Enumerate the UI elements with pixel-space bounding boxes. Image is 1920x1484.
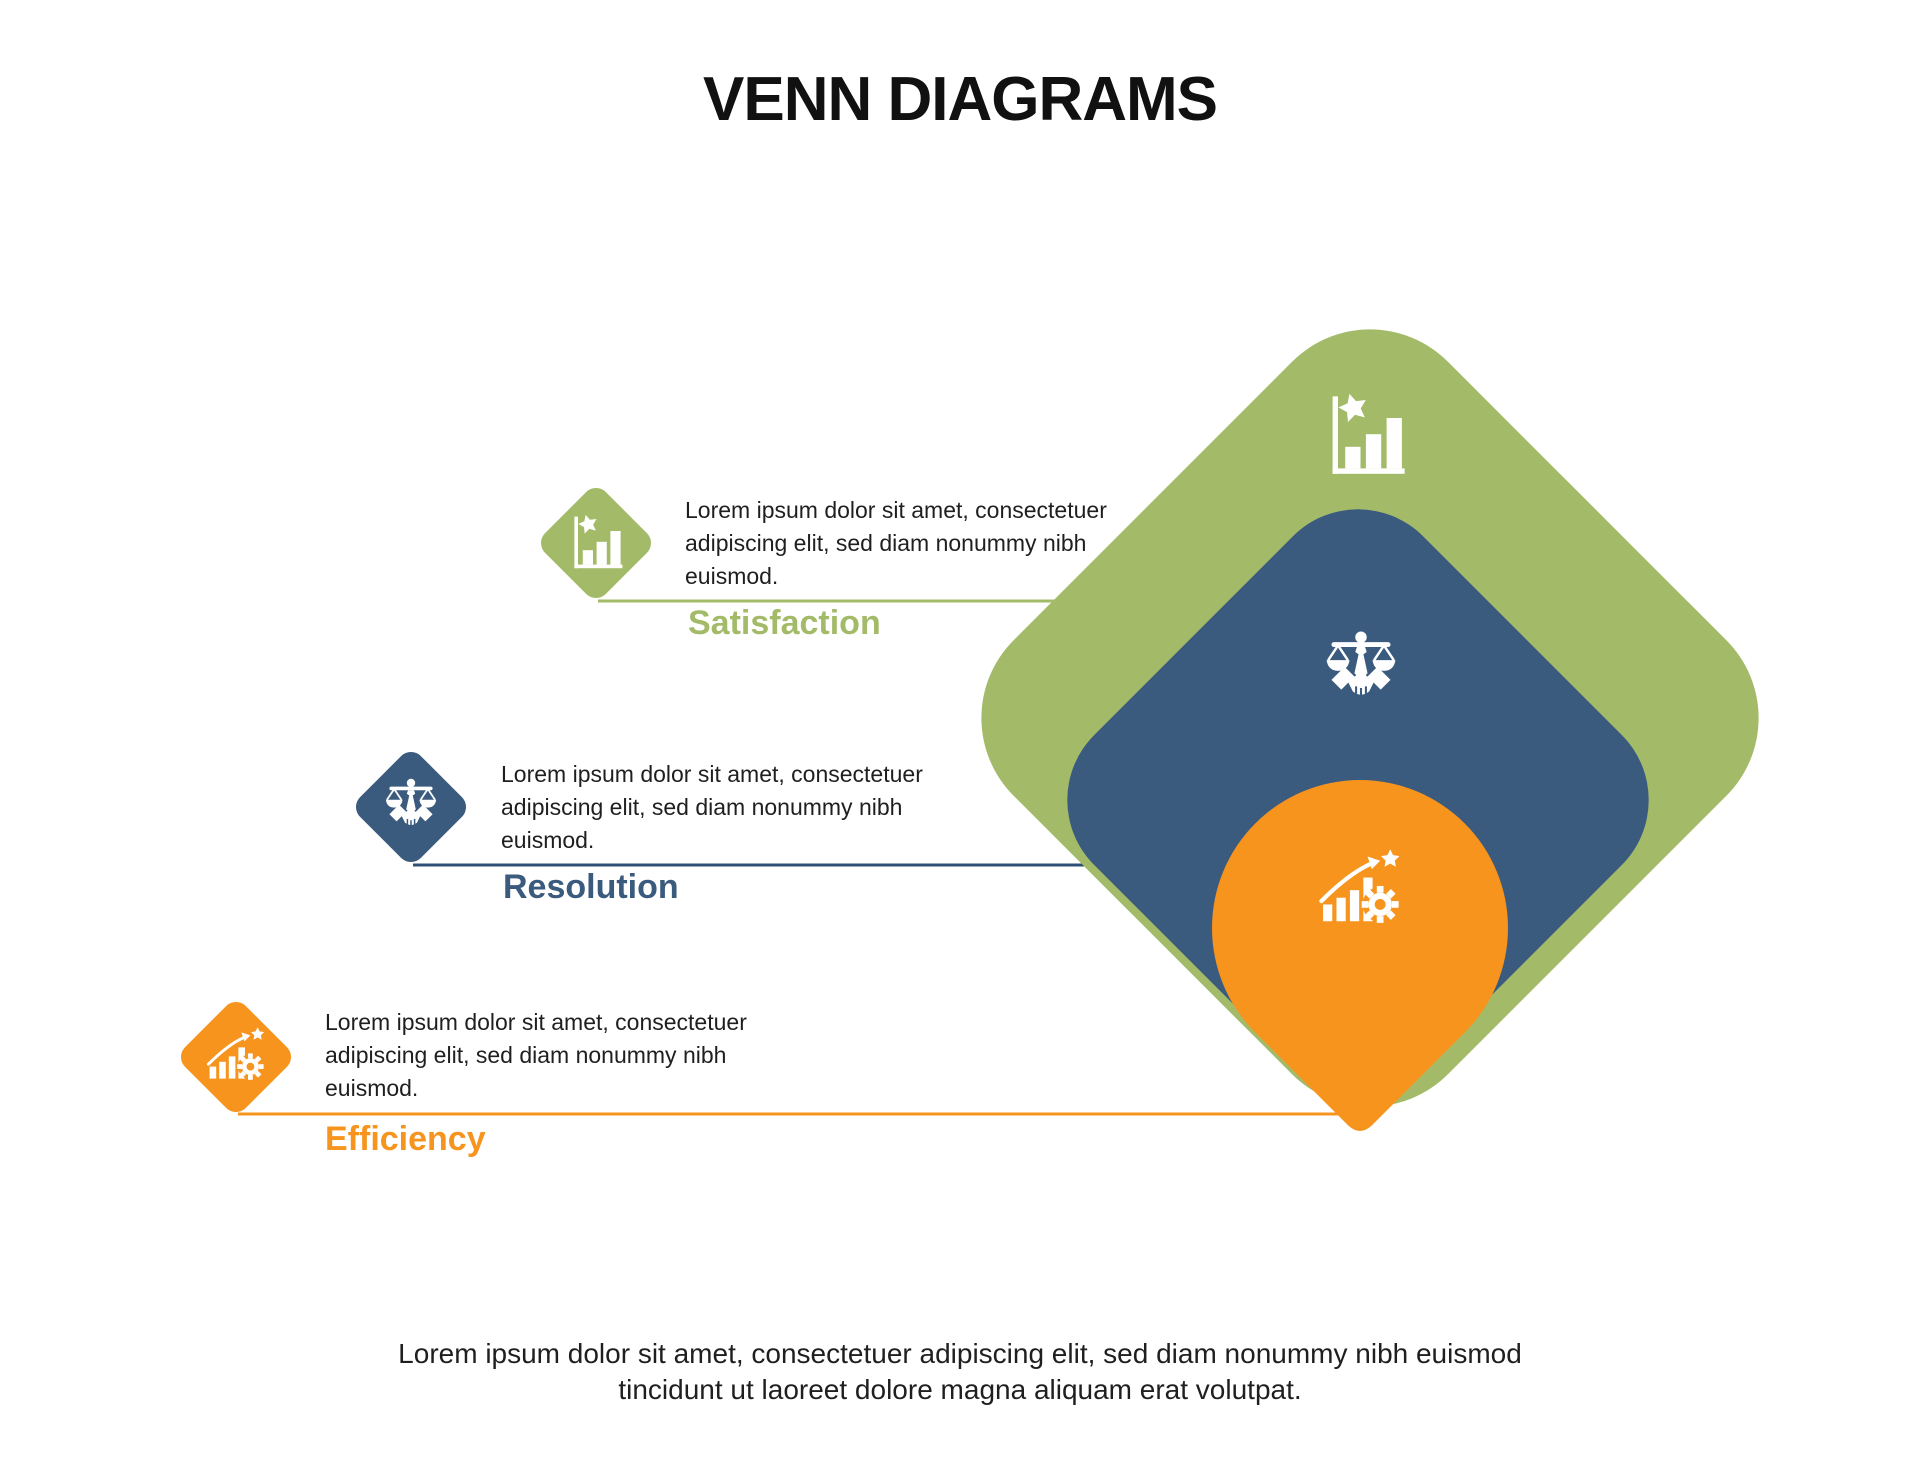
satisfaction-description: Lorem ipsum dolor sit amet, consectetuer… bbox=[685, 497, 1107, 589]
satisfaction-label: Satisfaction bbox=[688, 604, 881, 642]
venn-shape-efficiency bbox=[1212, 779, 1508, 1132]
page-title: VENN DIAGRAMS bbox=[702, 65, 1218, 134]
footer-paragraph: Lorem ipsum dolor sit amet, consectetuer… bbox=[398, 1338, 1522, 1405]
efficiency-label: Efficiency bbox=[325, 1120, 486, 1158]
resolution-label: Resolution bbox=[503, 868, 679, 906]
satisfaction-diamond-badge bbox=[540, 487, 652, 599]
resolution-description: Lorem ipsum dolor sit amet, consectetuer… bbox=[501, 761, 923, 853]
efficiency-description: Lorem ipsum dolor sit amet, consectetuer… bbox=[325, 1009, 747, 1101]
efficiency-diamond-badge bbox=[180, 1001, 292, 1113]
